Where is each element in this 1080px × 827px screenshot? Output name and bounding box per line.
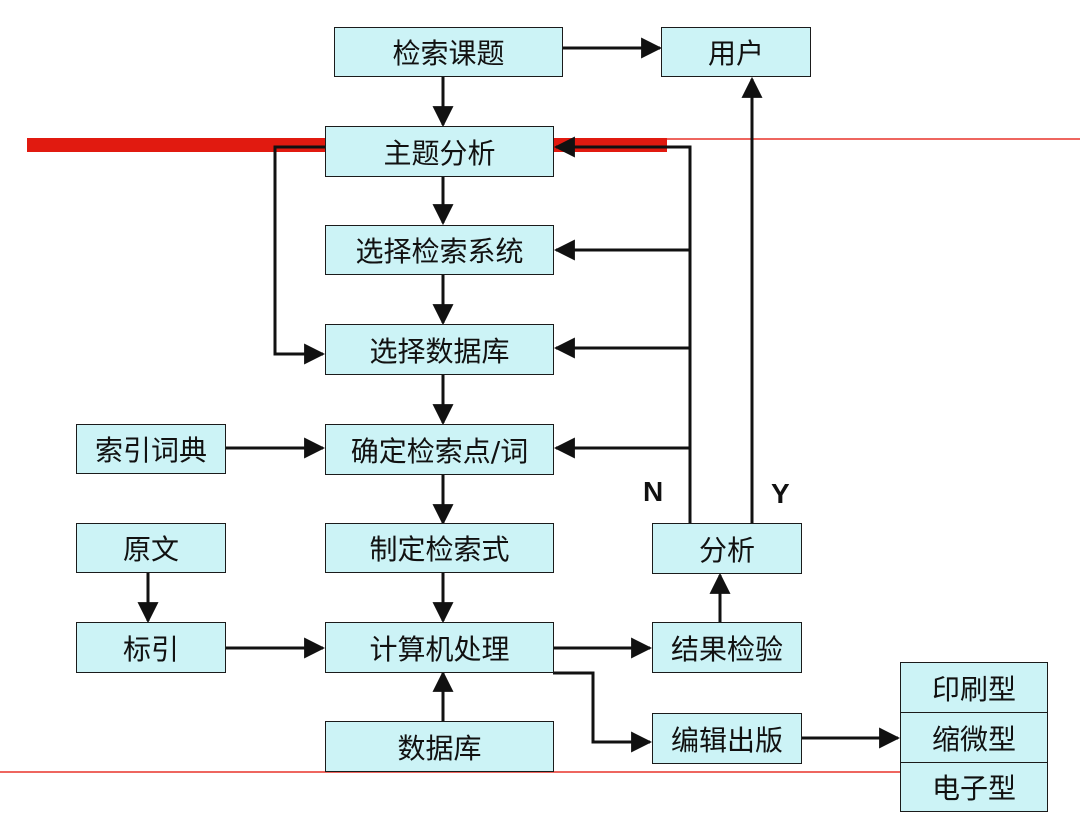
- node-formulate-query: 制定检索式: [325, 523, 554, 573]
- branch-label-no: N: [643, 476, 664, 507]
- node-result-check: 结果检验: [652, 622, 802, 673]
- arrow-processing-to-publish: [553, 671, 653, 753]
- node-select-system: 选择检索系统: [325, 225, 554, 275]
- node-analysis: 分析: [652, 523, 802, 574]
- node-database: 数据库: [325, 721, 554, 772]
- node-index-dictionary: 索引词典: [76, 424, 226, 474]
- arrow-analysis-bypass: [273, 145, 326, 365]
- node-original-text: 原文: [76, 523, 226, 573]
- node-computer-processing: 计算机处理: [325, 622, 554, 673]
- node-select-database: 选择数据库: [325, 324, 554, 375]
- branch-label-yes: Y: [771, 478, 790, 509]
- output-type-print: 印刷型: [900, 662, 1048, 713]
- node-determine-terms: 确定检索点/词: [325, 424, 554, 475]
- node-topic: 检索课题: [334, 27, 563, 77]
- node-subject-analysis: 主题分析: [325, 126, 554, 177]
- output-type-microform: 缩微型: [900, 712, 1048, 763]
- node-indexing: 标引: [76, 622, 226, 673]
- node-edit-publish: 编辑出版: [652, 713, 802, 764]
- arrow-feedback-n-to-analysis: [553, 136, 692, 523]
- node-user: 用户: [661, 27, 811, 77]
- output-type-electronic: 电子型: [900, 762, 1048, 812]
